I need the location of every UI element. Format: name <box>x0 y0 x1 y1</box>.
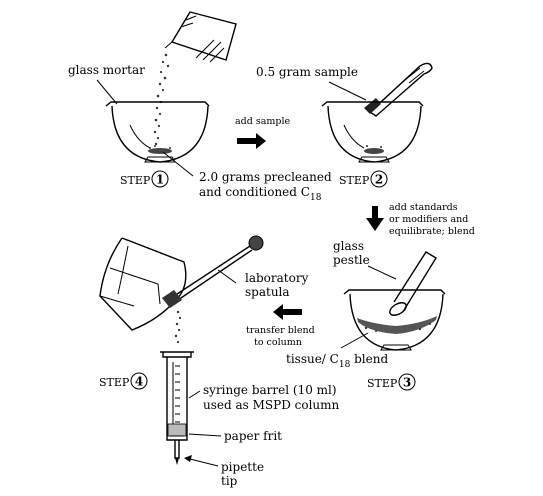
leader-pipette-tip <box>185 457 219 467</box>
glass-mortar-1 <box>105 101 210 163</box>
glass-mortar-2 <box>321 101 424 163</box>
label-add-standards-1: add standards <box>389 202 458 213</box>
tissue-c18-blend <box>357 316 437 334</box>
step-1-circle <box>151 170 169 188</box>
c18-pile-1 <box>148 145 172 154</box>
label-glass-mortar: glass mortar <box>68 63 145 77</box>
label-sample: 0.5 gram sample <box>256 65 358 79</box>
glass-pestle <box>389 251 437 316</box>
pouring-beaker <box>164 11 237 63</box>
step-2-num: 2 <box>375 173 383 187</box>
step-4-word: STEP <box>99 376 130 389</box>
step-1-group: glass mortar 2.0 grams precleaned and co… <box>68 11 332 203</box>
step-4-circle <box>130 372 148 390</box>
step-3-circle <box>398 373 416 391</box>
label-tissue-blend: tissue/ C18 blend <box>286 352 388 370</box>
glass-mortar-3 <box>343 289 446 351</box>
label-lab-spatula-1: laboratory <box>245 271 309 285</box>
step-2-circle <box>370 170 388 188</box>
label-glass-pestle-2: pestle <box>333 253 370 267</box>
label-transfer-2: to column <box>254 337 302 348</box>
label-add-standards-3: equilibrate; blend <box>389 226 475 237</box>
step-3-word: STEP <box>367 377 398 390</box>
step-1-num: 1 <box>156 173 164 187</box>
label-add-sample: add sample <box>235 116 291 127</box>
label-transfer-1: transfer blend <box>246 325 315 336</box>
lab-spatula <box>162 235 264 308</box>
arrow-add-standards: add standards or modifiers and equilibra… <box>366 202 475 237</box>
sample-spatula <box>364 62 433 117</box>
leader-tissue-blend <box>340 332 369 349</box>
leader-pestle <box>367 265 397 280</box>
arrow-transfer-blend: transfer blend to column <box>246 304 315 348</box>
step-4-num: 4 <box>135 375 143 389</box>
label-syringe-2: used as MSPD column <box>203 398 340 412</box>
leader-c18 <box>162 151 194 177</box>
label-c18-line2: and conditioned C18 <box>199 185 322 203</box>
arrow-add-sample: add sample <box>235 116 291 149</box>
step-3-group: glass pestle tissue/ C18 blend STEP 3 <box>286 239 446 391</box>
label-pipette-1: pipette <box>221 460 264 474</box>
leader-syringe <box>188 390 201 399</box>
label-paper-frit: paper frit <box>224 429 282 443</box>
tilted-mortar <box>99 237 187 331</box>
leader-glass-mortar <box>96 79 118 105</box>
step-3-num: 3 <box>403 376 411 390</box>
c18-pile-2 <box>364 145 384 154</box>
label-pipette-2: tip <box>221 474 238 488</box>
c18-powder-stream <box>153 53 170 146</box>
label-add-standards-2: or modifiers and <box>389 214 468 225</box>
step-4-group: laboratory spatula syringe barrel (10 ml… <box>99 235 340 488</box>
leader-lab-spatula <box>217 269 237 284</box>
label-glass-pestle-1: glass <box>333 239 364 253</box>
falling-blend <box>174 310 182 344</box>
label-c18-line1: 2.0 grams precleaned <box>199 170 332 184</box>
leader-sample <box>328 81 367 101</box>
step-1-word: STEP <box>120 174 151 187</box>
syringe-barrel <box>160 351 194 465</box>
leader-paper-frit <box>188 433 222 437</box>
step-2-word: STEP <box>339 174 370 187</box>
label-lab-spatula-2: spatula <box>245 285 290 299</box>
step-2-group: 0.5 gram sample STEP 2 <box>256 62 433 188</box>
label-syringe-1: syringe barrel (10 ml) <box>203 383 337 397</box>
